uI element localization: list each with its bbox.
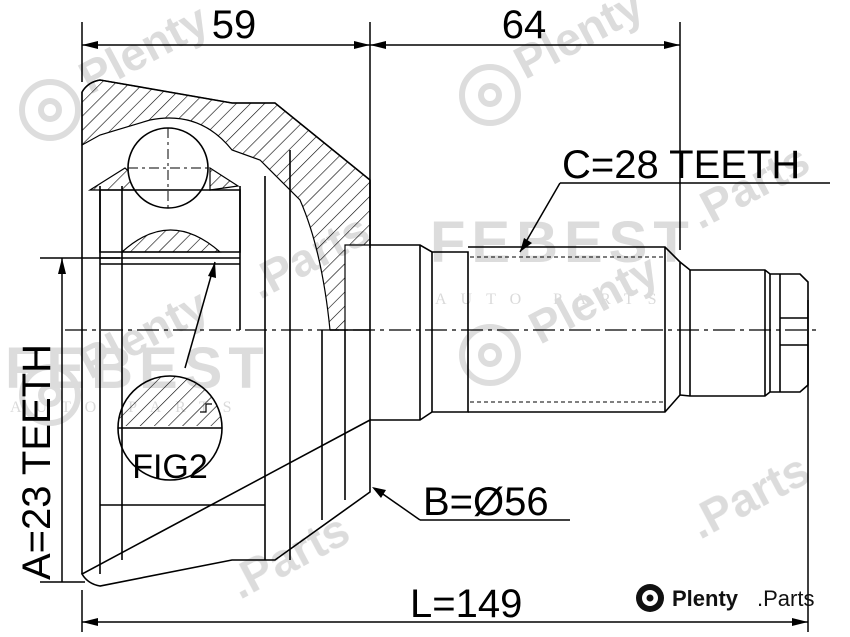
watermark-logo-icon (19, 64, 521, 426)
spline-teeth (470, 256, 665, 403)
dimension-59-label: 59 (212, 3, 257, 47)
teeth-a-label: A=23 TEETH (15, 344, 59, 580)
brand-logo-icon (636, 584, 664, 612)
leader-arrowheads (208, 238, 532, 498)
watermark-brand-sub-1: AUTO PARTS (435, 291, 671, 308)
length-l-label: L=149 (410, 582, 522, 626)
dimension-64-label: 64 (502, 3, 547, 47)
diameter-b-label: B=Ø56 (423, 480, 549, 524)
watermark-suffix-text-4: .Parts (220, 503, 357, 609)
inner-race-ball (99, 127, 241, 265)
shaft (370, 244, 809, 421)
fig2-label: FIG2 (132, 448, 208, 486)
watermark-suffix-text-3: .Parts (680, 443, 817, 549)
teeth-c-label: C=28 TEETH (562, 143, 800, 187)
watermark-brand-large-1: FEBEST (430, 210, 695, 275)
brand-site-suffix: .Parts (757, 586, 814, 611)
hatched-sections (81, 79, 371, 331)
brand-site-name: Plenty (672, 586, 739, 611)
arrowheads (58, 41, 808, 626)
